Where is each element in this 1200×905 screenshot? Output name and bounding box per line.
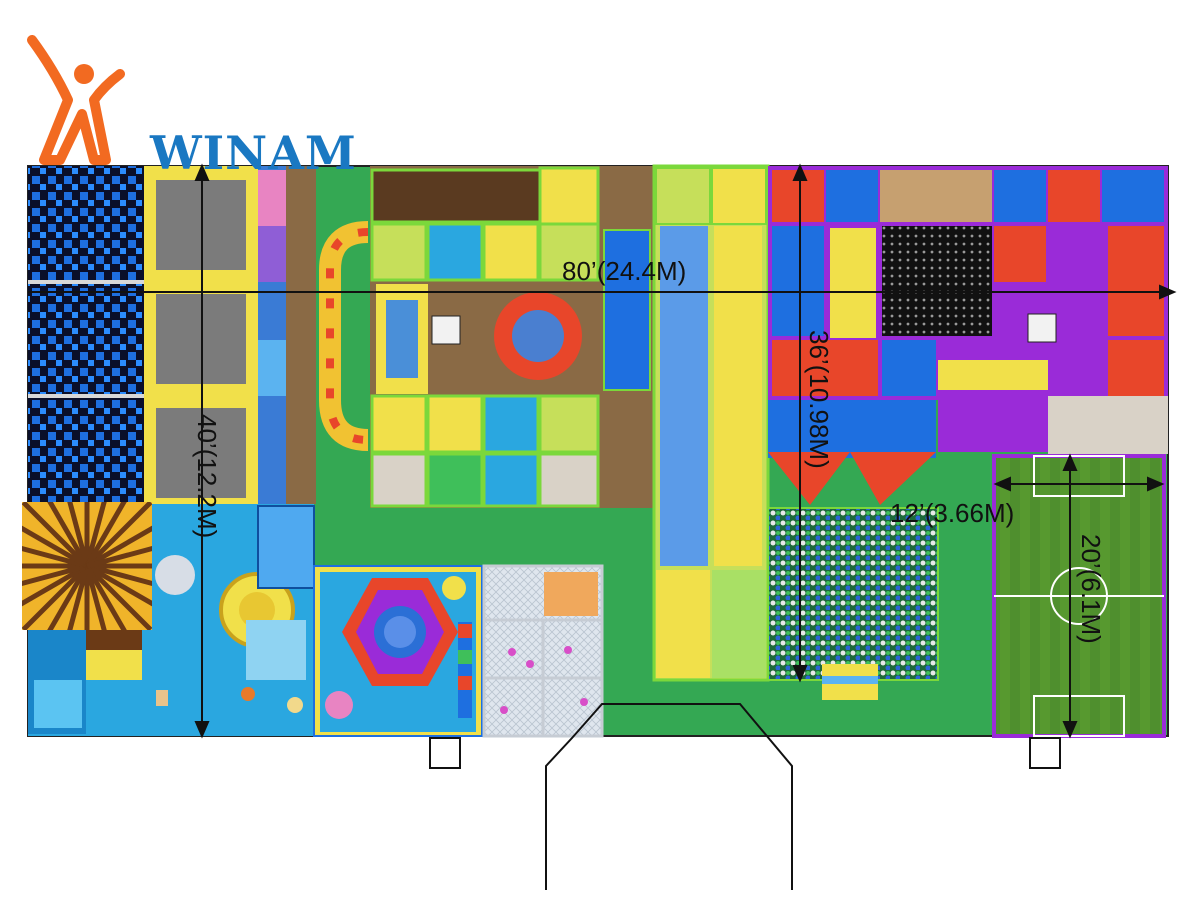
soft-play-hexagon bbox=[313, 565, 483, 737]
carousel-ray bbox=[85, 525, 152, 569]
carousel-ray bbox=[84, 502, 107, 567]
trampoline-park bbox=[28, 166, 316, 504]
main-play-structure bbox=[370, 166, 600, 508]
entrance bbox=[545, 703, 793, 890]
winam-logo: WINAM bbox=[24, 30, 356, 180]
carousel-ray bbox=[22, 525, 89, 569]
logo-text: WINAM bbox=[150, 126, 357, 180]
carousel-ray bbox=[85, 564, 152, 630]
carousel-ray bbox=[67, 502, 90, 567]
post-right bbox=[1029, 737, 1061, 769]
slide-lanes bbox=[600, 164, 770, 682]
dimension-label-width: 40’(12.2M) bbox=[192, 414, 222, 539]
carousel-ray bbox=[85, 502, 152, 568]
carousel-ray bbox=[85, 563, 152, 607]
carousel-ray bbox=[22, 563, 89, 607]
soccer-field bbox=[992, 454, 1166, 738]
carousel-ray bbox=[47, 564, 90, 630]
carousel-ray bbox=[84, 565, 107, 630]
carousel-ray bbox=[84, 564, 127, 630]
dimension-label-field-length: 20’(6.1M) bbox=[1076, 534, 1106, 644]
carousel-ray bbox=[86, 563, 152, 587]
dimension-label-length: 80’(24.4M) bbox=[562, 256, 687, 286]
carousel-ray bbox=[67, 565, 90, 630]
ball-pit bbox=[767, 507, 939, 700]
dimension-lines bbox=[28, 163, 1177, 739]
dimension-label-field-width: 12’(3.66M) bbox=[890, 498, 1015, 528]
carousel-ray bbox=[22, 545, 88, 569]
ball-wall-cube bbox=[482, 564, 604, 738]
carousel-ray bbox=[22, 564, 89, 630]
carousel-ray bbox=[84, 502, 127, 568]
ninja-course bbox=[768, 166, 1168, 505]
runner-figure-icon bbox=[27, 35, 125, 165]
carousel-canopy bbox=[22, 502, 152, 650]
carousel-ray bbox=[22, 563, 88, 587]
carousel-ray bbox=[22, 502, 89, 568]
dimension-label-slide-section: 36’(10.98M) bbox=[804, 330, 834, 469]
post-left bbox=[429, 737, 461, 769]
carousel-ray bbox=[86, 545, 152, 569]
carousel-ray bbox=[47, 502, 90, 568]
tube-slide bbox=[319, 221, 369, 451]
